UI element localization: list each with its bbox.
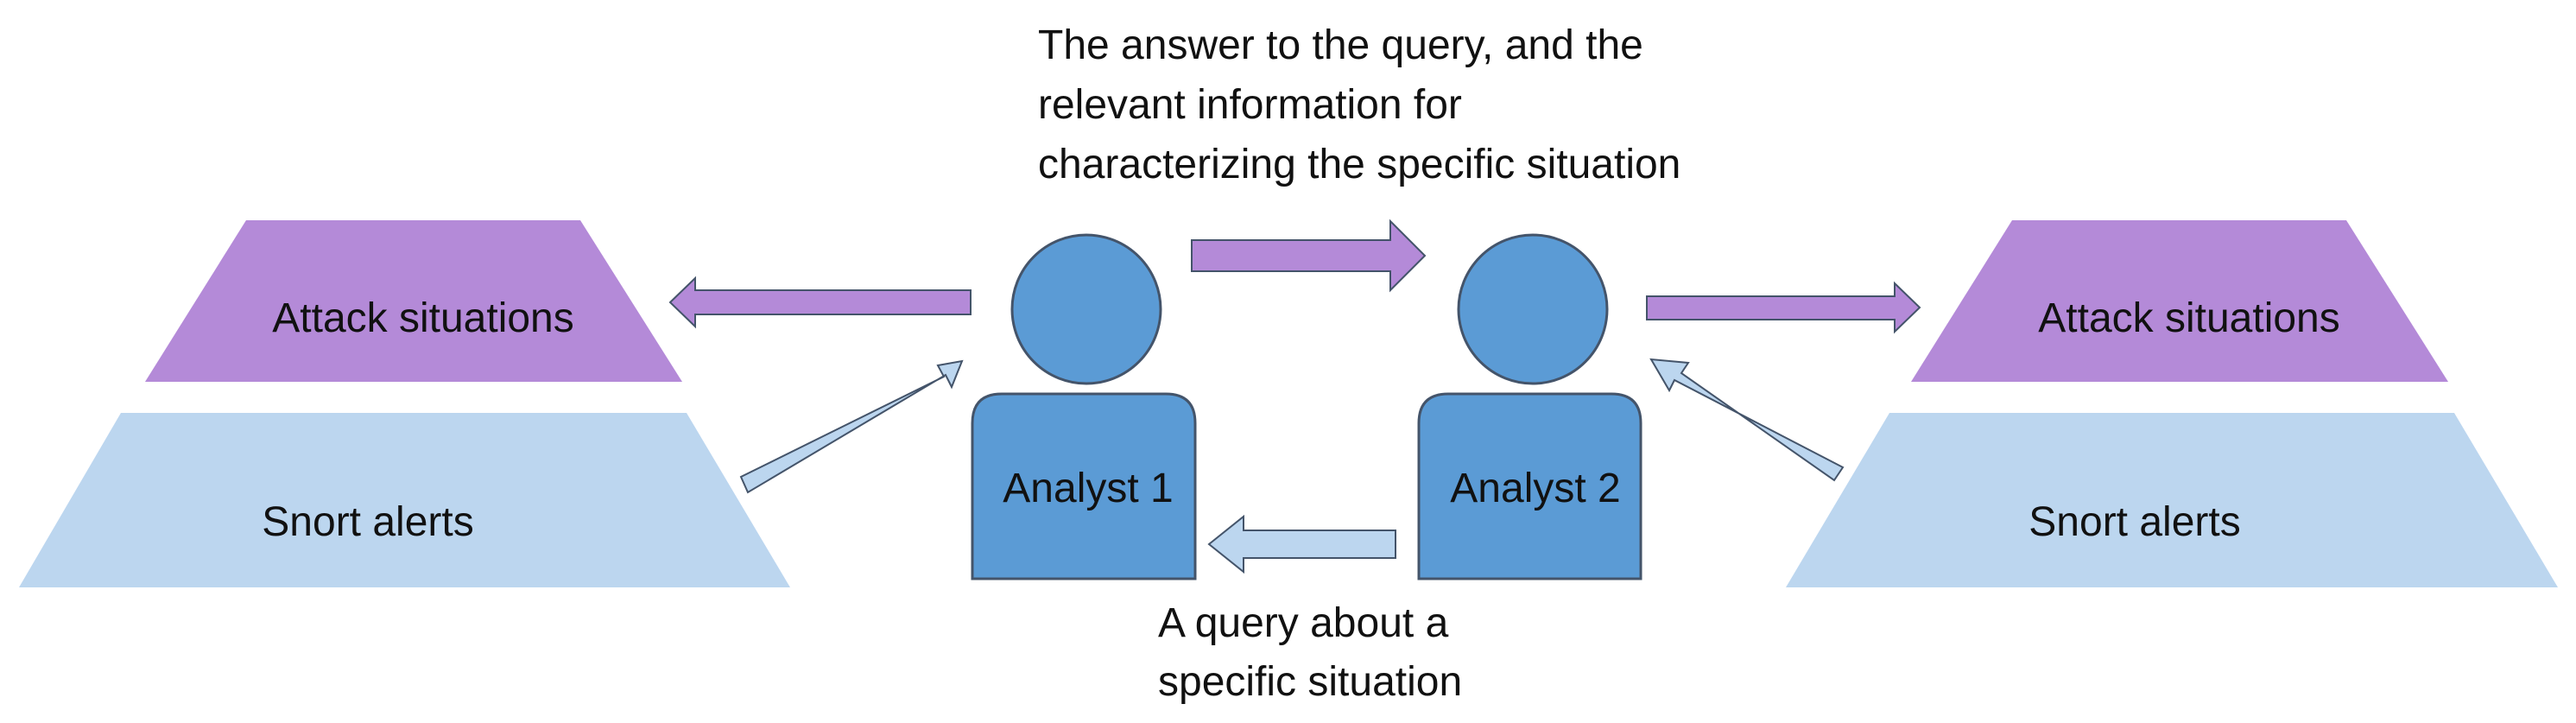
- analyst-1-head: [1010, 233, 1162, 385]
- answer-caption-line-1: The answer to the query, and the: [1038, 22, 1643, 68]
- analyst-2-head: [1457, 233, 1609, 385]
- right-attack-situations-label: Attack situations: [2038, 295, 2340, 341]
- analyst-2-figure: Analyst 2: [1417, 233, 1642, 580]
- arrow-analyst2-to-analyst1-query: [1207, 514, 1396, 574]
- answer-caption-line-2: relevant information for: [1038, 82, 1462, 128]
- left-snort-alerts-trapezoid: [19, 413, 790, 587]
- left-attack-situations-trapezoid: [145, 220, 682, 382]
- left-snort-alerts-label: Snort alerts: [262, 499, 473, 545]
- query-caption-line-2: specific situation: [1158, 659, 1462, 705]
- right-attack-situations-trapezoid: [1911, 220, 2448, 382]
- right-snort-alerts-label: Snort alerts: [2029, 499, 2240, 545]
- analyst-1-body: [971, 392, 1197, 580]
- analyst-1-label: Analyst 1: [1003, 466, 1173, 511]
- query-caption-line-1: A query about a: [1158, 600, 1449, 646]
- analyst-1-figure: Analyst 1: [971, 233, 1197, 580]
- analyst-2-label: Analyst 2: [1450, 466, 1620, 511]
- answer-caption-line-3: characterizing the specific situation: [1038, 142, 1680, 187]
- arrow-analyst1-to-left-attack-situations: [668, 276, 972, 329]
- arrow-analyst1-to-analyst2-answer: [1191, 219, 1427, 293]
- arrow-right-snort-to-analyst2: [1649, 358, 1845, 482]
- right-snort-alerts-trapezoid: [1786, 413, 2558, 587]
- left-attack-situations-label: Attack situations: [272, 295, 574, 341]
- arrow-analyst2-to-right-attack-situations: [1646, 281, 1921, 334]
- arrow-left-snort-to-analyst1: [739, 359, 964, 494]
- analyst-2-body: [1417, 392, 1642, 580]
